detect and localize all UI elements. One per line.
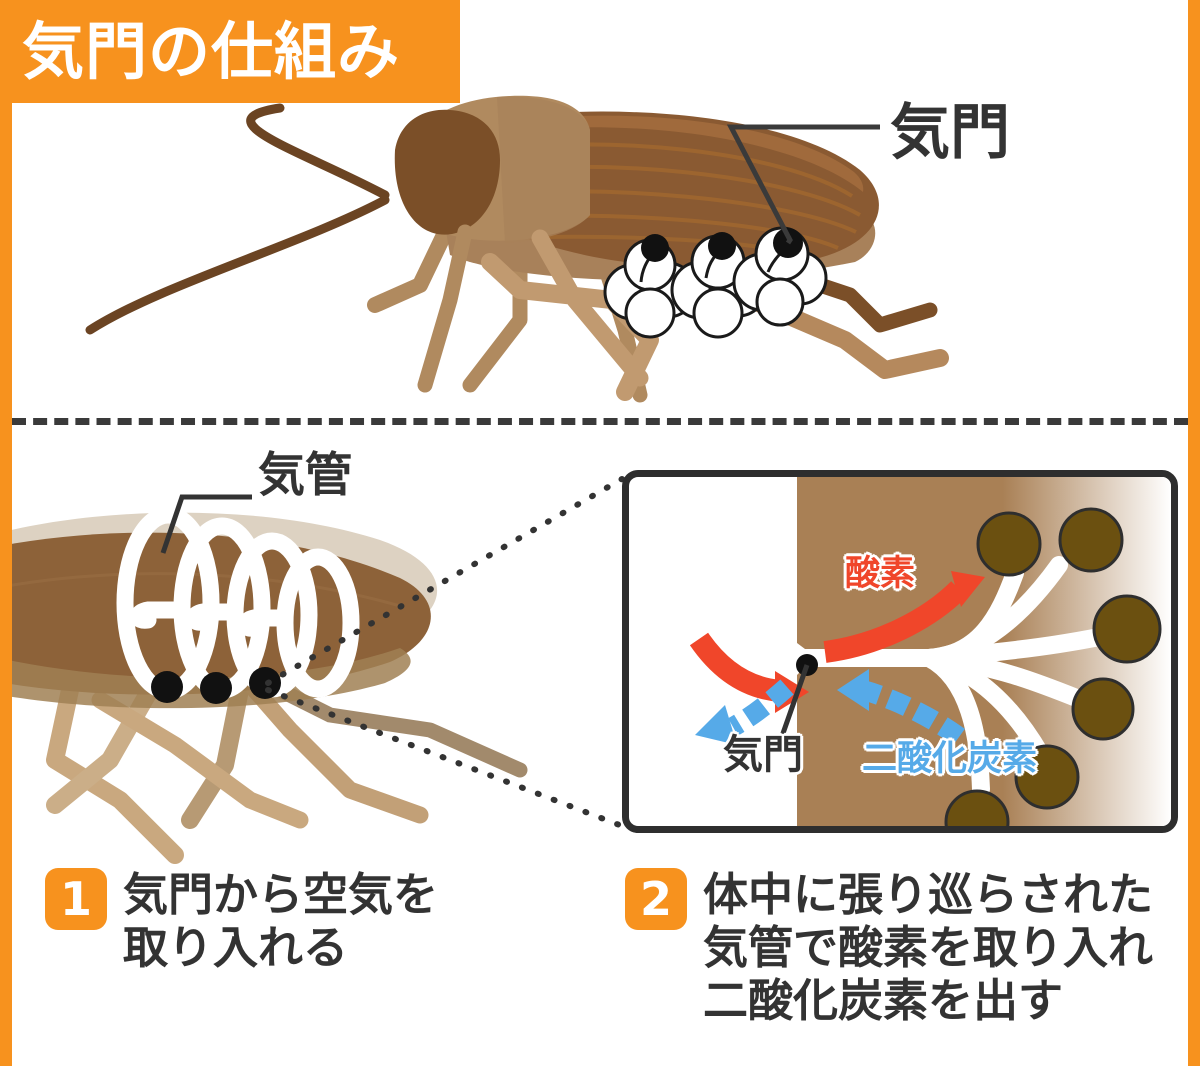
title-banner: 気門の仕組み <box>0 0 460 103</box>
label-carbon-dioxide: 二酸化炭素 <box>862 739 1038 779</box>
step-badge-2: 2 <box>625 868 687 930</box>
step-text-2: 体中に張り巡らされた 気管で酸素を取り入れ 二酸化炭素を出す <box>703 868 1154 1028</box>
air-puff-cloud-icon <box>603 226 828 339</box>
oxygen-arrow-inside-icon <box>823 571 985 663</box>
label-spiracle-top: 気門 <box>890 98 1010 168</box>
step-badge-1: 1 <box>45 868 107 930</box>
leader-line-kimon-detail <box>778 664 810 740</box>
label-oxygen: 酸素 <box>845 554 916 594</box>
leader-line-kimon-top <box>726 124 880 245</box>
label-trachea: 気管 <box>258 448 352 503</box>
head <box>394 109 500 235</box>
co2-arrow-outside-icon <box>695 679 794 745</box>
step-item-1: 1 気門から空気を 取り入れる <box>45 868 438 974</box>
pronotum-shade <box>497 96 590 244</box>
step-item-2: 2 体中に張り巡らされた 気管で酸素を取り入れ 二酸化炭素を出す <box>625 868 1153 1027</box>
trachea-branch-icon <box>796 556 1108 798</box>
antennae-icon <box>85 103 390 335</box>
frame-border-left <box>0 0 12 1066</box>
cell-icon <box>944 507 1162 826</box>
detail-box-illustration <box>689 477 1171 826</box>
legs-lower-icon <box>46 676 528 864</box>
detail-zoom-box <box>622 470 1178 833</box>
zoom-connector-dotted <box>265 476 625 829</box>
spiracle-dot-icon <box>151 667 281 704</box>
label-spiracle-detail: 気門 <box>723 732 803 778</box>
page-title: 気門の仕組み <box>22 14 401 88</box>
leader-line-kikan <box>160 494 252 554</box>
step-text-1: 気門から空気を 取り入れる <box>123 868 439 975</box>
panel-divider <box>12 418 1188 425</box>
frame-border-right <box>1188 0 1200 1066</box>
co2-arrow-inside-icon <box>837 669 965 746</box>
